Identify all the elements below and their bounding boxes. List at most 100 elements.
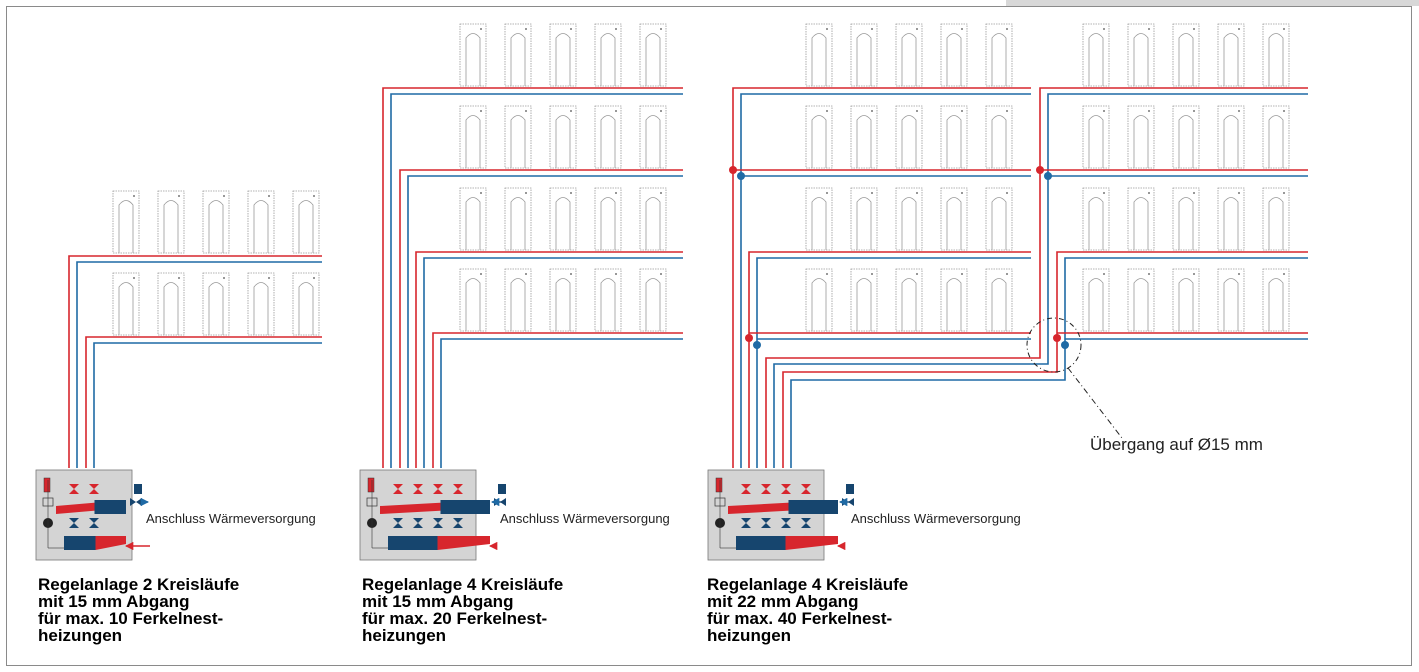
heater-mat (594, 105, 622, 169)
thermometer-icon (367, 477, 375, 493)
heater-mat (1217, 187, 1245, 251)
heater-mat (202, 272, 230, 336)
heater-mat (805, 187, 833, 251)
control-units (35, 469, 854, 561)
actuator-icon (134, 484, 142, 494)
heater-mat (1127, 187, 1155, 251)
heater-mat (549, 268, 577, 332)
heater-mat (895, 105, 923, 169)
pipe (93, 342, 322, 468)
pipe (748, 251, 1031, 468)
actuator-icon (846, 484, 854, 494)
valve-icon (453, 518, 463, 528)
caption-line: mit 15 mm Abgang (38, 592, 190, 611)
heater-mat (895, 23, 923, 87)
control-unit (359, 469, 506, 561)
pipe (399, 169, 683, 468)
heater-mat (805, 23, 833, 87)
heater-mat (1172, 105, 1200, 169)
heater-mat (940, 105, 968, 169)
heater-mat (850, 23, 878, 87)
valve-icon (89, 484, 99, 494)
pipe-network (68, 87, 1308, 468)
connection-label: Anschluss Wärmeversorgung (851, 511, 1021, 526)
heater-mat (1127, 268, 1155, 332)
leader-line (1067, 367, 1123, 439)
valve-icon (433, 518, 443, 528)
valve-icon (393, 484, 403, 494)
valve-icon (89, 518, 99, 528)
valve-icon (741, 484, 751, 494)
valve-icon (393, 518, 403, 528)
heater-mat (594, 187, 622, 251)
heater-mat (549, 187, 577, 251)
heater-mat (594, 23, 622, 87)
pipe (390, 93, 683, 468)
heater-mat (985, 268, 1013, 332)
heater-mat (985, 105, 1013, 169)
heater-mat (1262, 23, 1290, 87)
transition-circle (1026, 317, 1082, 373)
junction-dot (1036, 166, 1044, 174)
thermometer-icon (43, 477, 51, 493)
manifold-cold (388, 536, 438, 550)
caption-line: heizungen (362, 626, 447, 645)
actuator-icon (498, 484, 506, 494)
heater-mat (459, 23, 487, 87)
manifold-hot (437, 536, 490, 550)
heater-mat (985, 187, 1013, 251)
heater-mat (1217, 105, 1245, 169)
junction-dot (1053, 334, 1061, 342)
heater-mat (850, 187, 878, 251)
pipe (440, 338, 683, 468)
manifold-cold (94, 500, 126, 514)
valve-icon (69, 484, 79, 494)
heater-mat (850, 268, 878, 332)
heater-mat (1217, 268, 1245, 332)
valve-icon (433, 484, 443, 494)
heater-mat (594, 268, 622, 332)
pipe (382, 87, 683, 468)
heater-mat (112, 272, 140, 336)
caption-line: heizungen (38, 626, 123, 645)
heater-mat (895, 187, 923, 251)
heater-mat (1172, 187, 1200, 251)
valve-icon (801, 518, 811, 528)
junction-dot (745, 334, 753, 342)
heater-grid (112, 23, 1290, 336)
heater-mat (1262, 187, 1290, 251)
junction-dot (737, 172, 745, 180)
heater-mat (1172, 268, 1200, 332)
panel-1-caption: Regelanlage 2 Kreisläufe mit 15 mm Abgan… (38, 576, 239, 644)
heater-mat (940, 23, 968, 87)
junction-dot (753, 341, 761, 349)
valve-icon (453, 484, 463, 494)
heater-mat (549, 23, 577, 87)
corner-tab (1006, 0, 1419, 6)
heater-mat (1082, 268, 1110, 332)
junction-dot (1044, 172, 1052, 180)
caption-line: für max. 20 Ferkelnest- (362, 609, 548, 628)
pipe (756, 257, 1031, 468)
heater-mat (850, 105, 878, 169)
caption-line: Regelanlage 4 Kreisläufe (362, 575, 564, 594)
heater-mat (459, 268, 487, 332)
valve-icon (413, 518, 423, 528)
valve-icon (781, 518, 791, 528)
heater-mat (504, 187, 532, 251)
valve-icon (761, 484, 771, 494)
valve-icon (413, 484, 423, 494)
heater-mat (639, 23, 667, 87)
pipe (432, 332, 683, 468)
manifold-cold (64, 536, 96, 550)
pipe (773, 93, 1308, 468)
junction-dot (1061, 341, 1069, 349)
panel-3-caption: Regelanlage 4 Kreisläufe mit 22 mm Abgan… (707, 576, 908, 644)
thermometer-icon (715, 477, 723, 493)
junction-dot (729, 166, 737, 174)
heater-mat (639, 187, 667, 251)
control-unit (35, 469, 150, 561)
caption-line: für max. 40 Ferkelnest- (707, 609, 893, 628)
caption-line: Regelanlage 4 Kreisläufe (707, 575, 909, 594)
